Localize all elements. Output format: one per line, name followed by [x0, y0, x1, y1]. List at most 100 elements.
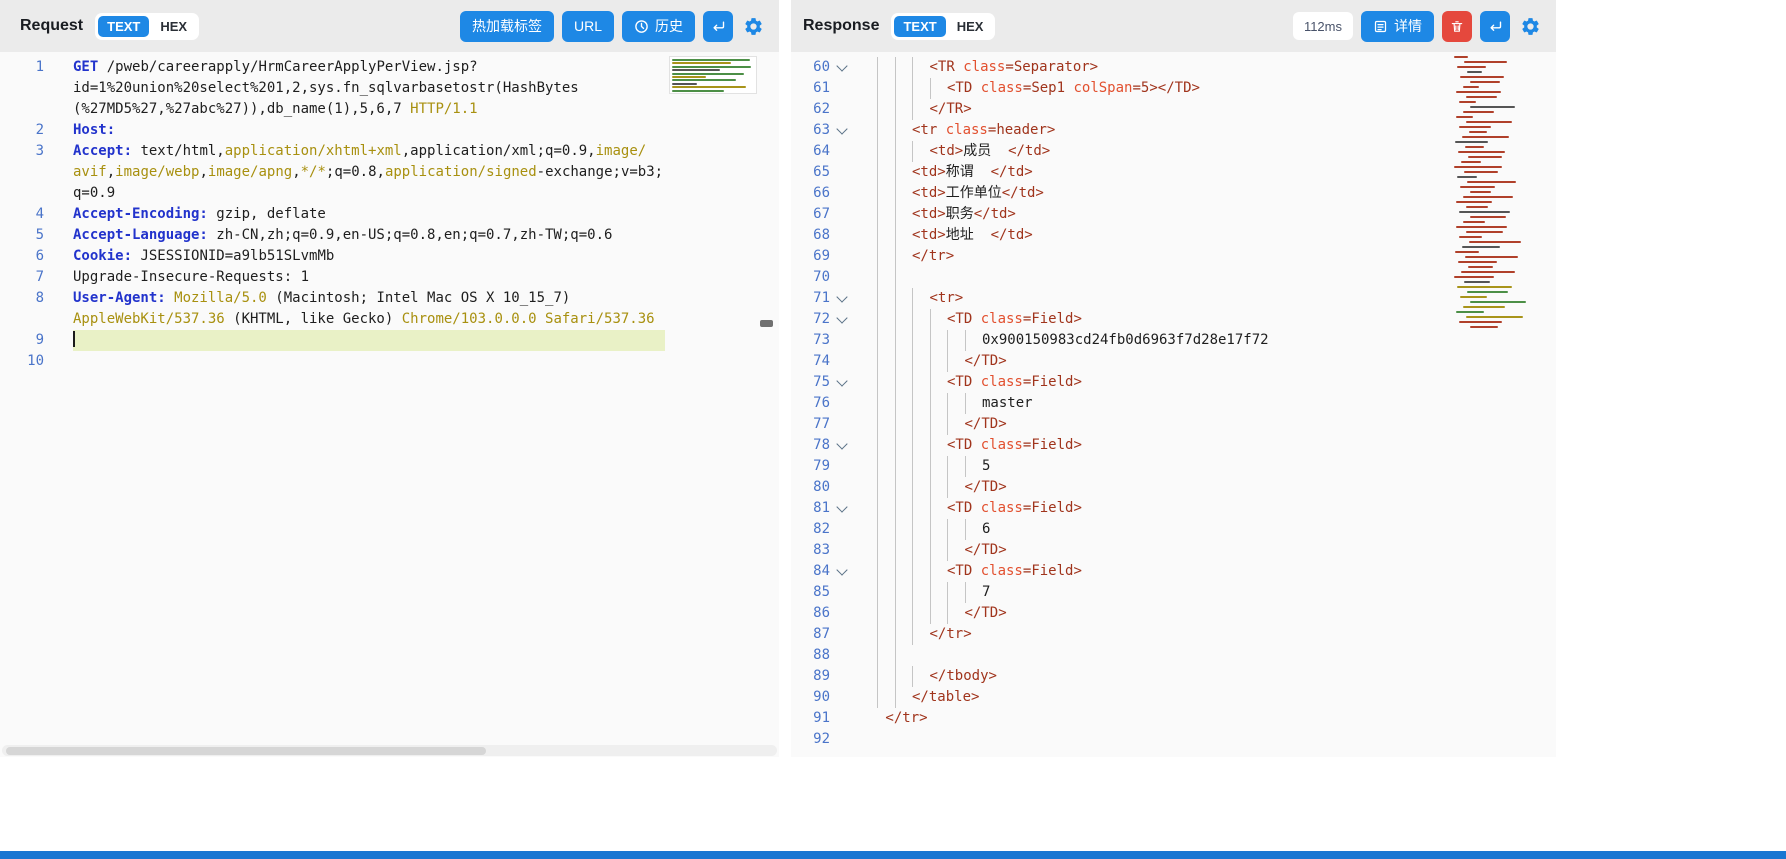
- code-line[interactable]: 9: [0, 330, 779, 351]
- line-content: </TD>: [965, 414, 1007, 435]
- code-token: colSpan: [1073, 80, 1133, 96]
- code-line[interactable]: avif,image/webp,image/apng,*/*;q=0.8,app…: [0, 162, 779, 183]
- tab-request-hex[interactable]: HEX: [160, 18, 188, 34]
- code-line[interactable]: id=1%20union%20select%201,2,sys.fn_sqlva…: [0, 78, 779, 99]
- code-line[interactable]: 86</TD>: [791, 603, 1556, 624]
- code-line[interactable]: q=0.9: [0, 183, 779, 204]
- tab-request-text[interactable]: TEXT: [98, 15, 150, 37]
- code-line[interactable]: 87</tr>: [791, 624, 1556, 645]
- response-settings-gear-icon[interactable]: [1518, 14, 1542, 38]
- code-line[interactable]: 89</tbody>: [791, 666, 1556, 687]
- clear-button[interactable]: [1442, 10, 1472, 42]
- hot-reload-tag-button[interactable]: 热加载标签: [459, 10, 554, 42]
- settings-gear-icon[interactable]: [741, 14, 765, 38]
- code-line[interactable]: 70: [791, 267, 1556, 288]
- url-button[interactable]: URL: [561, 10, 614, 42]
- code-line[interactable]: 88: [791, 645, 1556, 666]
- tab-response-text[interactable]: TEXT: [894, 15, 946, 37]
- detail-button[interactable]: 详情: [1361, 10, 1434, 42]
- code-line[interactable]: 10: [0, 351, 779, 372]
- code-line[interactable]: 80</TD>: [791, 477, 1556, 498]
- history-button-label: 历史: [655, 18, 683, 34]
- minimap-line: [1460, 296, 1487, 298]
- code-line[interactable]: 68<td>地址 </td>: [791, 225, 1556, 246]
- indent-guide: [877, 204, 895, 225]
- gutter-spacer: [854, 372, 877, 393]
- code-line[interactable]: 75<TD class=Field>: [791, 372, 1556, 393]
- response-editor[interactable]: 60<TR class=Separator>61<TD class=Sep1 c…: [791, 52, 1556, 757]
- gutter-spacer: [854, 414, 877, 435]
- fold-toggle-icon[interactable]: [830, 435, 854, 456]
- code-line[interactable]: AppleWebKit/537.36 (KHTML, like Gecko) C…: [0, 309, 779, 330]
- code-token: Accept:: [73, 143, 133, 159]
- code-line[interactable]: 74</TD>: [791, 351, 1556, 372]
- code-line[interactable]: 83</TD>: [791, 540, 1556, 561]
- indent-guide: [912, 624, 930, 645]
- code-line[interactable]: (%27MD5%27,%27abc%27)),db_name(1),5,6,7 …: [0, 99, 779, 120]
- request-horizontal-scrollbar[interactable]: [2, 745, 777, 756]
- minimap-line: [1461, 136, 1509, 138]
- indent-guide: [877, 414, 895, 435]
- code-line[interactable]: 72<TD class=Field>: [791, 309, 1556, 330]
- code-line[interactable]: 78<TD class=Field>: [791, 435, 1556, 456]
- minimap-line: [1460, 76, 1504, 78]
- code-line[interactable]: 77</TD>: [791, 414, 1556, 435]
- code-line[interactable]: 67<td>职务</td>: [791, 204, 1556, 225]
- code-line[interactable]: 91 </tr>: [791, 708, 1556, 729]
- code-token: class: [980, 80, 1023, 96]
- code-line[interactable]: 71<tr>: [791, 288, 1556, 309]
- code-line[interactable]: 64<td>成员 </td>: [791, 141, 1556, 162]
- tab-response-hex[interactable]: HEX: [956, 18, 984, 34]
- fold-toggle-icon[interactable]: [830, 288, 854, 309]
- request-horizontal-scrollbar-thumb[interactable]: [6, 746, 486, 755]
- code-line[interactable]: 61<TD class=Sep1 colSpan=5></TD>: [791, 78, 1556, 99]
- response-minimap[interactable]: [1454, 56, 1532, 334]
- send-button[interactable]: [703, 10, 733, 42]
- code-line[interactable]: 90</table>: [791, 687, 1556, 708]
- code-line[interactable]: 60<TR class=Separator>: [791, 57, 1556, 78]
- code-line[interactable]: 63<tr class=header>: [791, 120, 1556, 141]
- fold-toggle-icon[interactable]: [830, 309, 854, 330]
- code-line[interactable]: 81<TD class=Field>: [791, 498, 1556, 519]
- request-scrollbar-thumb[interactable]: [760, 320, 773, 327]
- response-send-button[interactable]: [1480, 10, 1510, 42]
- code-line[interactable]: 92: [791, 729, 1556, 750]
- fold-toggle-icon[interactable]: [830, 372, 854, 393]
- fold-toggle-icon[interactable]: [830, 57, 854, 78]
- code-token: 7: [982, 584, 991, 600]
- code-token: q=0.9: [73, 185, 116, 201]
- line-number: 90: [813, 689, 830, 705]
- fold-toggle-icon[interactable]: [830, 120, 854, 141]
- code-line[interactable]: 69</tr>: [791, 246, 1556, 267]
- line-content: <td>称谓 </td>: [912, 162, 1033, 183]
- code-token: 成员: [963, 143, 1009, 159]
- history-button[interactable]: 历史: [622, 10, 695, 42]
- code-token: ;q=0.8,: [325, 164, 385, 180]
- code-line[interactable]: 65<td>称谓 </td>: [791, 162, 1556, 183]
- code-token: <TD: [947, 563, 981, 579]
- code-line[interactable]: 62</TR>: [791, 99, 1556, 120]
- line-number: 9: [35, 332, 44, 348]
- line-content: <TD class=Field>: [947, 435, 1082, 456]
- code-line[interactable]: 84<TD class=Field>: [791, 561, 1556, 582]
- panel-splitter[interactable]: [779, 0, 791, 851]
- request-minimap[interactable]: [669, 56, 757, 94]
- fold-toggle-icon[interactable]: [830, 498, 854, 519]
- fold-toggle-icon[interactable]: [830, 561, 854, 582]
- code-line[interactable]: 66<td>工作单位</td>: [791, 183, 1556, 204]
